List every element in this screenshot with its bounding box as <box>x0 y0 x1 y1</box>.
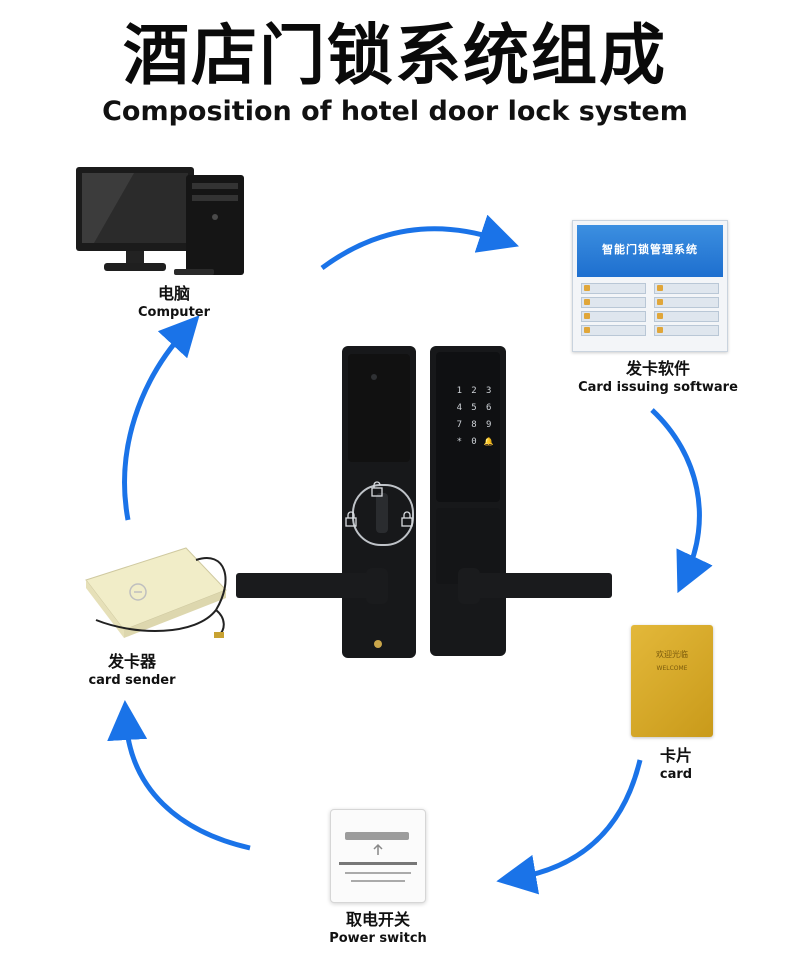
keypad[interactable]: 1 2 3 4 5 6 7 8 9 * 0 🔔 <box>452 386 496 447</box>
key-4[interactable]: 4 <box>456 403 463 413</box>
key-6[interactable]: 6 <box>485 403 492 413</box>
software-label-cn: 发卡软件 <box>625 359 690 378</box>
software-title-bar: 智能门锁管理系统 <box>577 225 723 277</box>
title-english: Composition of hotel door lock system <box>102 96 688 127</box>
keypad-glass <box>436 352 500 502</box>
key-5[interactable]: 5 <box>471 403 477 413</box>
software-label-en: Card issuing software <box>578 380 738 395</box>
software-label: 发卡软件 Card issuing software <box>548 359 768 397</box>
outer-handle-rose <box>458 568 480 604</box>
inner-handle-rose <box>366 568 388 604</box>
key-0[interactable]: 0 <box>471 437 477 447</box>
key-1[interactable]: 1 <box>456 386 463 396</box>
card-label-cn: 卡片 <box>659 746 692 765</box>
key-7[interactable]: 7 <box>456 420 463 430</box>
card-sender-label-cn: 发卡器 <box>107 652 156 671</box>
key-star[interactable]: * <box>456 437 463 447</box>
thumb-turn-knob <box>376 493 388 533</box>
battery-cover <box>348 354 410 462</box>
lock-unlock-icons <box>345 481 413 527</box>
computer-label-cn: 电脑 <box>157 284 190 303</box>
inner-handle-lever <box>236 573 376 598</box>
key-9[interactable]: 9 <box>485 420 492 430</box>
arrow-cardsender-to-computer <box>122 315 200 521</box>
software-screen-image: 智能门锁管理系统 <box>572 220 728 352</box>
card-sender-icon <box>85 547 227 638</box>
card-image: 欢迎光临 WELCOME <box>631 625 713 737</box>
computer-label-en: Computer <box>137 305 211 320</box>
card-label-en: card <box>659 767 693 782</box>
power-switch-image <box>330 809 426 903</box>
key-8[interactable]: 8 <box>471 420 477 430</box>
card-sender-image <box>76 540 236 640</box>
card-print-line-2: WELCOME <box>656 665 688 672</box>
lock-indicator-dot <box>371 374 377 380</box>
arrow-powerswitch-to-cardsender <box>107 700 251 851</box>
arrow-computer-to-software <box>320 214 519 271</box>
card-label: 卡片 card <box>566 746 786 784</box>
key-2[interactable]: 2 <box>471 386 477 396</box>
title-chinese: 酒店门锁系统组成 <box>123 17 667 94</box>
outer-handle-lever <box>472 573 612 598</box>
arrow-card-to-powerswitch <box>496 759 643 895</box>
inner-screw <box>374 640 382 648</box>
software-menu-grid <box>573 277 727 342</box>
card-print-line: 欢迎光临 <box>656 650 688 659</box>
bell-icon[interactable]: 🔔 <box>483 437 494 446</box>
card-sender-label: 发卡器 card sender <box>22 652 242 690</box>
thumb-turn-dial <box>352 484 414 546</box>
power-switch-label-cn: 取电开关 <box>345 910 410 929</box>
computer-image <box>74 165 249 280</box>
card-sender-label-en: card sender <box>88 673 176 688</box>
computer-icon <box>76 167 244 275</box>
software-screen-title: 智能门锁管理系统 <box>602 243 698 256</box>
power-switch-label-en: Power switch <box>329 931 427 946</box>
key-3[interactable]: 3 <box>485 386 492 396</box>
card-slot <box>345 832 409 840</box>
power-switch-label: 取电开关 Power switch <box>268 910 488 948</box>
insert-arrow-icon <box>373 843 383 855</box>
computer-label: 电脑 Computer <box>64 284 284 322</box>
arrow-software-to-card <box>650 408 713 594</box>
